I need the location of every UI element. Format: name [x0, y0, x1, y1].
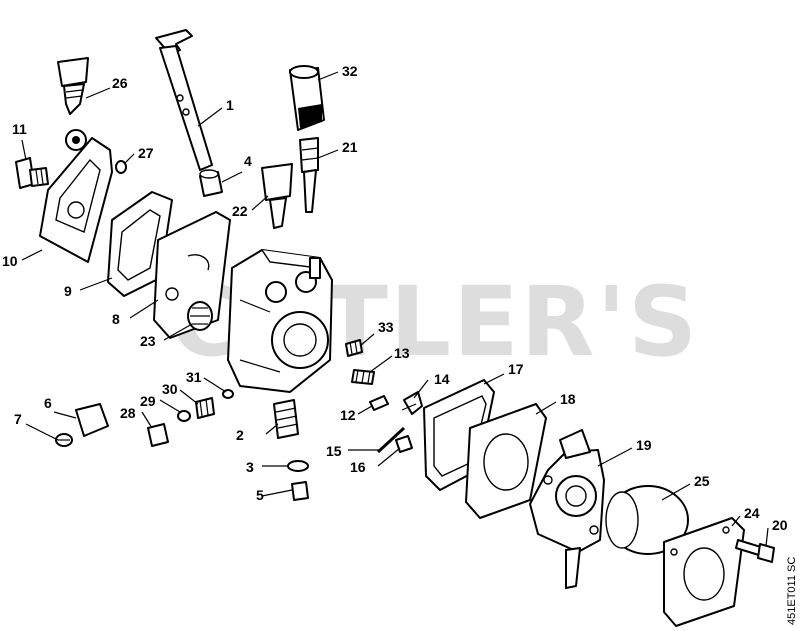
part-6-disc[interactable]	[75, 403, 109, 437]
callout-24: 24	[744, 505, 760, 521]
part-18-diaphragm[interactable]	[465, 403, 547, 519]
callout-labels: 1 2 3 4 5 6 7 8 9 10 11 12 13 14 15 16 1…	[2, 63, 788, 533]
callout-15: 15	[326, 443, 342, 459]
callout-1: 1	[226, 97, 234, 113]
part-20-screw[interactable]	[735, 539, 775, 563]
part-24-retainer-plate[interactable]	[663, 517, 745, 627]
part-2-spring[interactable]	[273, 399, 299, 439]
callout-17: 17	[508, 361, 524, 377]
part-3-washer[interactable]	[287, 460, 309, 472]
part-12-inlet-needle[interactable]	[369, 395, 389, 411]
callout-7: 7	[14, 411, 22, 427]
callout-12: 12	[340, 407, 356, 423]
callout-6: 6	[44, 395, 52, 411]
part-1-throttle-shaft[interactable]	[155, 29, 213, 171]
part-13-spring[interactable]	[351, 369, 375, 385]
part-28-sleeve[interactable]	[147, 423, 169, 447]
callout-5: 5	[256, 487, 264, 503]
part-14-control-lever[interactable]	[401, 391, 423, 415]
callout-26: 26	[112, 75, 128, 91]
part-22-needle-knob[interactable]	[261, 163, 293, 229]
drawing-code: 451ET011 SC	[786, 557, 798, 625]
callout-2: 2	[236, 427, 244, 443]
part-5-screw[interactable]	[291, 481, 309, 501]
callout-32: 32	[342, 63, 358, 79]
part-15-pin[interactable]	[376, 426, 406, 454]
part-25-primer-bulb[interactable]	[605, 485, 689, 555]
part-7-screw[interactable]	[55, 433, 73, 447]
callout-23: 23	[140, 333, 156, 349]
part-30-spring[interactable]	[195, 397, 215, 419]
callout-19: 19	[636, 437, 652, 453]
carburetor-body[interactable]	[227, 249, 333, 393]
callout-3: 3	[246, 459, 254, 475]
callout-25: 25	[694, 473, 710, 489]
part-19-pump-housing[interactable]	[529, 429, 605, 589]
callout-27: 27	[138, 145, 154, 161]
part-21-needle-screw[interactable]	[299, 137, 319, 213]
callout-16: 16	[350, 459, 366, 475]
part-4-bushing[interactable]	[199, 169, 223, 197]
callout-28: 28	[120, 405, 136, 421]
part-10-pump-cover[interactable]	[39, 129, 113, 263]
part-26-adjust-screw[interactable]	[57, 57, 89, 115]
part-23-filter-screen[interactable]	[187, 301, 213, 331]
callout-20: 20	[772, 517, 788, 533]
part-11-screw[interactable]	[15, 157, 49, 189]
callout-8: 8	[112, 311, 120, 327]
callout-33: 33	[378, 319, 394, 335]
leader-lines	[21, 71, 769, 547]
callout-30: 30	[162, 381, 178, 397]
part-27-plug[interactable]	[115, 160, 127, 174]
callout-4: 4	[244, 153, 252, 169]
callout-11: 11	[12, 121, 27, 137]
part-29-o-ring[interactable]	[177, 410, 191, 422]
callout-14: 14	[434, 371, 450, 387]
part-32-adjust-knob[interactable]	[289, 65, 325, 131]
part-8-diaphragm[interactable]	[153, 211, 231, 339]
callout-22: 22	[232, 203, 248, 219]
callout-21: 21	[342, 139, 358, 155]
part-33-spring[interactable]	[345, 339, 363, 357]
callout-9: 9	[64, 283, 72, 299]
callout-13: 13	[394, 345, 410, 361]
callout-18: 18	[560, 391, 576, 407]
callout-31: 31	[186, 369, 202, 385]
callout-10: 10	[2, 253, 18, 269]
callout-29: 29	[140, 393, 156, 409]
